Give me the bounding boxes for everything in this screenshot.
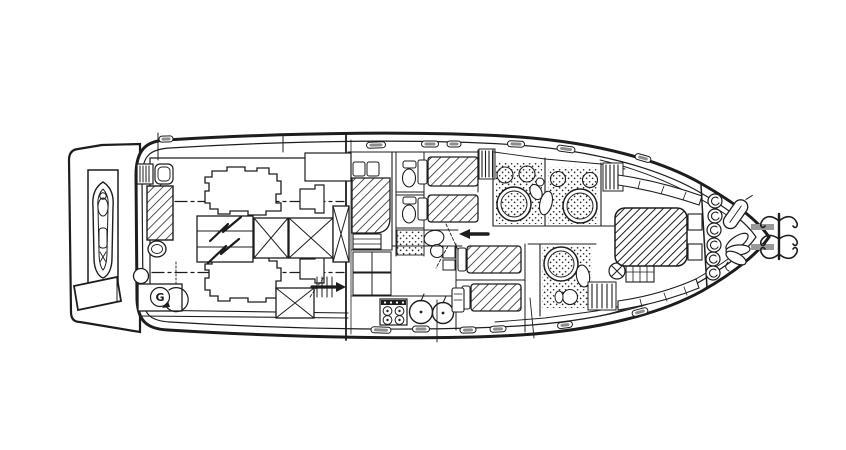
- guest-berths-starboard: [435, 243, 526, 333]
- toilet: [401, 204, 417, 224]
- pillow: [457, 247, 467, 272]
- bow-cabin: [614, 174, 703, 311]
- head-floor: [396, 229, 425, 256]
- boarding-step: [72, 275, 123, 312]
- head-starboard-forward: [494, 243, 655, 323]
- pillow: [352, 161, 366, 177]
- engine-port: [204, 166, 325, 216]
- toilet-compartments: [395, 151, 460, 259]
- toilet: [529, 183, 543, 201]
- aft-companionway: [146, 167, 174, 241]
- pillow: [366, 161, 380, 177]
- through-hull-pump: [132, 267, 150, 285]
- anchor: [751, 212, 798, 261]
- hanging-lockers: [587, 281, 617, 311]
- berth: [427, 156, 479, 187]
- mid-companionway: [309, 276, 346, 298]
- callout-ticks: [529, 297, 535, 339]
- battery-bank: [196, 215, 254, 265]
- lightning-bolt-icon: [208, 215, 243, 243]
- generator: G: [137, 283, 189, 313]
- chain-locker: [700, 184, 753, 289]
- pillow: [417, 159, 428, 185]
- transom-vent: [136, 163, 174, 185]
- berth: [427, 194, 479, 223]
- toilet: [401, 168, 417, 188]
- mid-accommodation: [347, 148, 535, 343]
- deck-hatches: [158, 135, 652, 334]
- tender-dinghy: [92, 181, 114, 279]
- galley-sinks: [408, 293, 455, 325]
- dresser: [352, 233, 382, 250]
- berth: [466, 245, 522, 274]
- sink: [496, 166, 514, 184]
- heads-forward: [492, 149, 626, 227]
- sink: [549, 170, 567, 188]
- nightstand: [687, 243, 703, 261]
- engine-room: G: [132, 133, 352, 341]
- lightning-bolt-icon: [206, 237, 241, 265]
- toilet: [561, 288, 579, 306]
- rope-coil: [725, 232, 751, 272]
- guest-berths-port: [417, 149, 479, 223]
- corridor: [391, 229, 490, 247]
- sink: [581, 171, 599, 189]
- swim-platform: [67, 142, 142, 334]
- bow-settees: [617, 174, 703, 311]
- stove: [379, 298, 408, 326]
- toilet: [538, 190, 554, 216]
- sink: [518, 165, 536, 183]
- fender: [722, 194, 753, 230]
- generator-label: G: [155, 291, 164, 304]
- galley: [351, 251, 465, 326]
- pillow: [417, 197, 428, 221]
- nightstand: [687, 213, 703, 231]
- mooring-swivels: [705, 193, 723, 281]
- drawer-chest: [625, 261, 655, 283]
- sink: [575, 264, 591, 288]
- v-berth: [614, 207, 688, 267]
- berth: [470, 283, 522, 312]
- hanging-lockers: [478, 148, 496, 180]
- fuel-tanks: [253, 205, 350, 319]
- water-heater: [147, 240, 167, 258]
- mid-cabin-double-berth: [351, 161, 391, 250]
- engine-room-hatch: [304, 152, 352, 182]
